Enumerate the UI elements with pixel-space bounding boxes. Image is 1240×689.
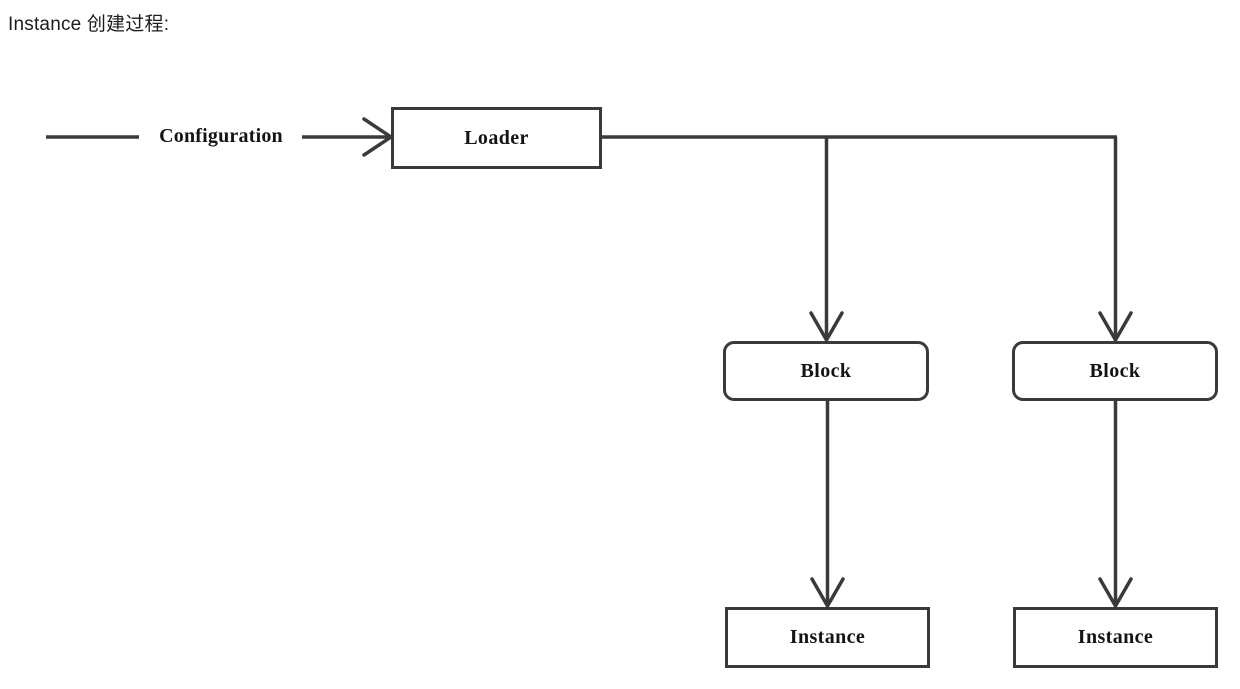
page-title: Instance 创建过程: bbox=[8, 14, 170, 35]
loader-trunk-edges bbox=[600, 135, 1133, 344]
node-block-left[interactable]: Block bbox=[723, 341, 929, 401]
block-to-instance-edges bbox=[810, 401, 1133, 610]
node-loader[interactable]: Loader bbox=[391, 107, 602, 169]
block-left-to-instance-left-arrowhead-icon bbox=[810, 577, 845, 610]
node-block-left-label: Block bbox=[800, 359, 852, 382]
node-instance-right-label: Instance bbox=[1077, 626, 1154, 648]
edge-label-configuration: Configuration bbox=[159, 125, 283, 147]
node-block-right[interactable]: Block bbox=[1012, 341, 1218, 401]
node-instance-left[interactable]: Instance bbox=[725, 607, 930, 668]
loader-to-block-right-arrowhead-icon bbox=[1098, 311, 1133, 344]
node-loader-label: Loader bbox=[464, 126, 529, 149]
node-instance-right[interactable]: Instance bbox=[1013, 607, 1218, 668]
node-block-right-label: Block bbox=[1089, 359, 1141, 382]
block-right-to-instance-right-arrowhead-icon bbox=[1098, 577, 1133, 610]
node-instance-left-label: Instance bbox=[789, 626, 866, 648]
loader-to-block-left-arrowhead-icon bbox=[809, 311, 844, 344]
